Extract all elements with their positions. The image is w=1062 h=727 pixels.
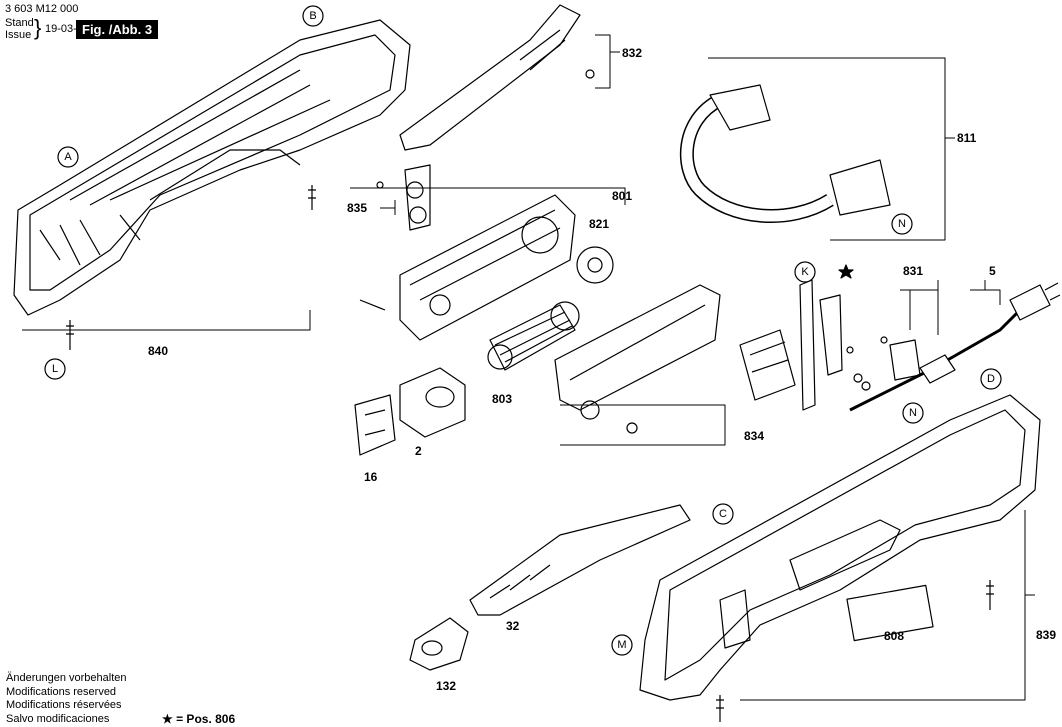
header-brace: } bbox=[34, 15, 42, 40]
stand-label: Stand bbox=[5, 17, 34, 29]
cap bbox=[409, 617, 469, 671]
callout-circles bbox=[44, 5, 1002, 656]
callout-lines bbox=[22, 34, 1035, 701]
callout-c: C bbox=[719, 508, 727, 520]
power-cord bbox=[849, 282, 1061, 412]
switch bbox=[739, 329, 796, 401]
callout-b: B bbox=[309, 10, 316, 22]
callout-m: M bbox=[617, 639, 626, 651]
part-label-32: 32 bbox=[506, 619, 520, 633]
part-label-811: 811 bbox=[957, 131, 977, 145]
issue-label: Issue bbox=[5, 29, 32, 41]
part-label-803: 803 bbox=[492, 392, 512, 406]
screws bbox=[66, 185, 994, 722]
star-marker bbox=[838, 264, 854, 279]
cable-guide bbox=[799, 279, 816, 411]
notice-fr: Modifications réservées bbox=[6, 699, 122, 711]
hose bbox=[679, 84, 891, 223]
callout-l: L bbox=[52, 363, 58, 375]
part-label-2: 2 bbox=[415, 444, 422, 458]
callout-n-lower: N bbox=[909, 407, 917, 419]
part-label-5: 5 bbox=[989, 264, 996, 278]
part-label-808: 808 bbox=[884, 629, 904, 643]
part-835 bbox=[376, 164, 431, 231]
motor-housing bbox=[399, 194, 721, 434]
brush-holder bbox=[354, 394, 396, 456]
part-806 bbox=[819, 294, 871, 391]
document-number: 3 603 M12 000 bbox=[5, 3, 79, 15]
star-legend: ★ = Pos. 806 bbox=[162, 712, 236, 726]
notice-es: Salvo modificaciones bbox=[6, 712, 110, 725]
part-label-835: 835 bbox=[347, 201, 367, 215]
part-label-132: 132 bbox=[436, 679, 456, 693]
part-832 bbox=[399, 4, 595, 151]
grip bbox=[469, 504, 691, 616]
part-label-831: 831 bbox=[903, 264, 923, 278]
callout-d: D bbox=[987, 373, 995, 385]
part-label-839: 839 bbox=[1036, 628, 1056, 642]
callout-n-hose: N bbox=[898, 218, 906, 230]
figure-label: Fig. /Abb. 3 bbox=[76, 20, 159, 39]
strain-relief bbox=[880, 336, 921, 381]
upper-handle-housing bbox=[13, 19, 411, 316]
part-label-801: 801 bbox=[612, 189, 632, 203]
callout-a: A bbox=[64, 151, 72, 163]
label-plate bbox=[846, 584, 934, 642]
part-label-834: 834 bbox=[744, 429, 764, 443]
field-coil bbox=[399, 367, 466, 438]
lower-handle-housing bbox=[639, 394, 1041, 701]
change-notice: Änderungen vorbehalten Modifications res… bbox=[6, 672, 126, 726]
part-label-16: 16 bbox=[364, 470, 378, 484]
part-label-821: 821 bbox=[589, 217, 609, 231]
callout-k: K bbox=[801, 266, 809, 278]
part-label-840: 840 bbox=[148, 344, 168, 358]
part-label-832: 832 bbox=[622, 46, 642, 60]
notice-en: Modifications reserved bbox=[6, 685, 117, 698]
armature bbox=[487, 246, 614, 371]
notice-de: Änderungen vorbehalten bbox=[6, 672, 127, 684]
